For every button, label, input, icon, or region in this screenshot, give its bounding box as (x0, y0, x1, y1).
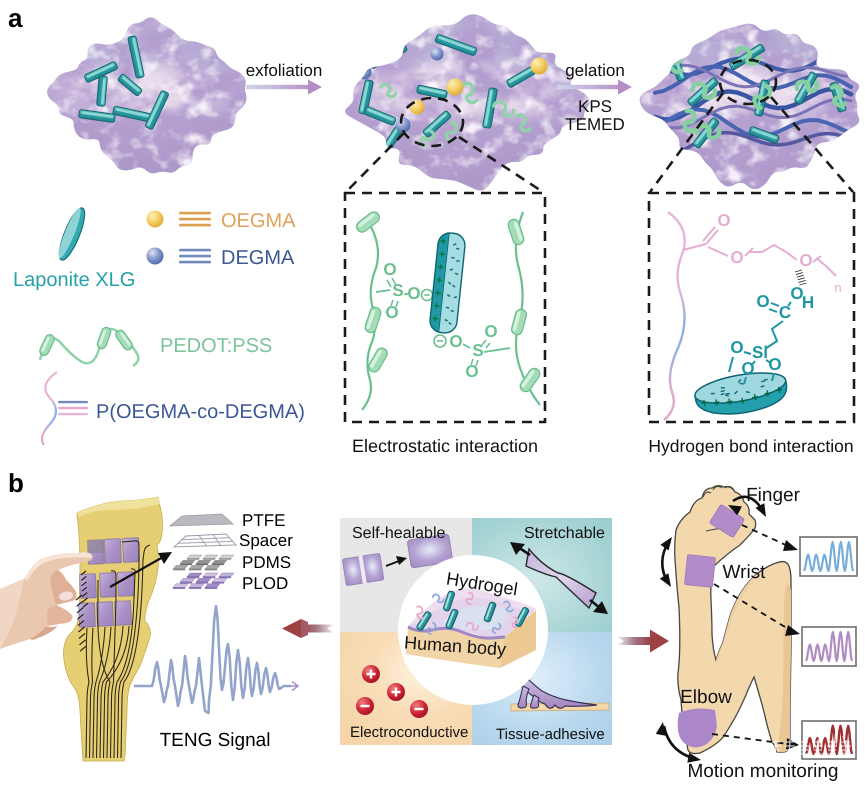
svg-text:Spacer: Spacer (239, 531, 293, 550)
svg-text:OEGMA: OEGMA (221, 210, 296, 232)
svg-text:O: O (799, 251, 812, 270)
svg-text:TENG Signal: TENG Signal (160, 730, 271, 751)
svg-text:TEMED: TEMED (565, 115, 625, 134)
svg-text:Si: Si (752, 343, 768, 362)
svg-text:Wrist: Wrist (723, 562, 767, 583)
svg-text:+: + (437, 261, 445, 274)
svg-text:+: + (712, 395, 721, 410)
svg-text:P(OEGMA-co-DEGMA): P(OEGMA-co-DEGMA) (96, 401, 305, 423)
svg-text:Self-healable: Self-healable (352, 525, 446, 542)
svg-text:O: O (741, 359, 754, 378)
svg-text:H: H (802, 293, 814, 312)
svg-text:Elbow: Elbow (680, 687, 732, 708)
svg-text:gelation: gelation (565, 61, 625, 80)
svg-text:S: S (392, 281, 403, 300)
svg-text:O: O (385, 303, 398, 322)
svg-text:O: O (465, 362, 478, 381)
svg-text:O: O (790, 284, 803, 303)
svg-text:KPS: KPS (578, 97, 612, 116)
svg-text:PEDOT:PSS: PEDOT:PSS (160, 335, 272, 357)
svg-text:+: + (738, 393, 747, 408)
svg-text:C: C (779, 303, 791, 322)
svg-text:+: + (775, 382, 784, 397)
svg-text:b: b (8, 468, 24, 498)
svg-text:Electrostatic interaction: Electrostatic interaction (352, 436, 538, 456)
svg-text:Tissue-adhesive: Tissue-adhesive (496, 726, 605, 743)
svg-text:exfoliation: exfoliation (246, 61, 323, 80)
svg-text:O: O (768, 355, 781, 374)
svg-text:O: O (730, 248, 743, 267)
svg-text:+: + (439, 235, 447, 248)
svg-text:Hydrogen bond interaction: Hydrogen bond interaction (648, 436, 853, 456)
svg-text:Motion monitoring: Motion monitoring (687, 761, 838, 782)
svg-text:Stretchable: Stretchable (524, 525, 605, 542)
svg-text:PTFE: PTFE (242, 511, 285, 530)
svg-text:DEGMA: DEGMA (221, 247, 295, 269)
svg-text:+: + (763, 386, 772, 401)
svg-text:+: + (725, 394, 734, 409)
svg-text:O: O (407, 284, 420, 303)
svg-text:+: + (431, 313, 439, 326)
svg-text:O: O (449, 332, 462, 351)
svg-text:n: n (834, 280, 841, 295)
svg-text:Laponite XLG: Laponite XLG (13, 269, 135, 291)
svg-text:a: a (8, 3, 23, 33)
svg-text:+: + (750, 390, 759, 405)
svg-text:O: O (717, 211, 730, 230)
svg-text:+: + (700, 395, 709, 410)
svg-text:+: + (435, 274, 443, 287)
svg-text:O: O (484, 322, 497, 341)
svg-text:PDMS: PDMS (242, 553, 291, 572)
svg-text:Finger: Finger (746, 485, 801, 506)
svg-text:+: + (438, 248, 446, 261)
svg-text:PLOD: PLOD (242, 574, 288, 593)
svg-text:+: + (434, 287, 442, 300)
svg-text:S: S (472, 341, 483, 360)
svg-text:O: O (383, 260, 396, 279)
svg-text:O: O (756, 292, 769, 311)
svg-text:O: O (730, 338, 743, 357)
svg-text:Electroconductive: Electroconductive (350, 724, 468, 741)
svg-text:+: + (433, 300, 441, 313)
